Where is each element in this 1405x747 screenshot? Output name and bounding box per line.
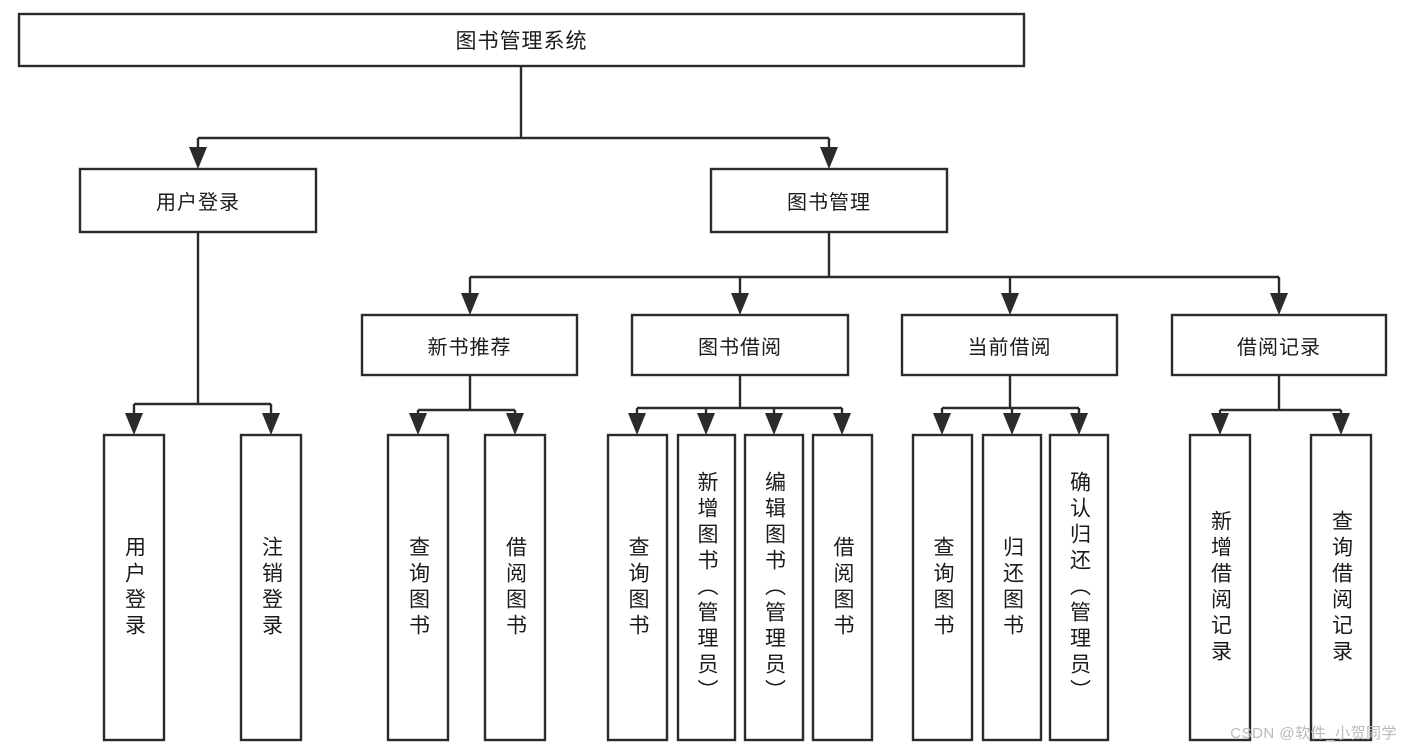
node-box-leaf-borrow-book-1[interactable]: [483, 433, 547, 742]
arrow-head-icon: [1070, 413, 1088, 435]
node-box-leaf-confirm-return[interactable]: [1048, 433, 1110, 742]
node-box-borrow-record[interactable]: [1170, 313, 1388, 377]
arrow-head-icon: [697, 413, 715, 435]
node-box-root[interactable]: [17, 12, 1026, 68]
node-box-new-book-rec[interactable]: [360, 313, 579, 377]
arrow-head-icon: [731, 293, 749, 315]
arrow-head-icon: [820, 147, 838, 169]
arrow-head-icon: [262, 413, 280, 435]
node-box-leaf-query-record[interactable]: [1309, 433, 1373, 742]
node-box-leaf-query-book-3[interactable]: [911, 433, 974, 742]
arrow-head-icon: [189, 147, 207, 169]
arrow-head-icon: [933, 413, 951, 435]
arrow-head-icon: [1211, 413, 1229, 435]
node-box-leaf-edit-book[interactable]: [743, 433, 805, 742]
arrow-head-icon: [1003, 413, 1021, 435]
arrow-head-icon: [833, 413, 851, 435]
node-box-leaf-query-book-1[interactable]: [386, 433, 450, 742]
node-box-leaf-user-login[interactable]: [102, 433, 166, 742]
arrow-head-icon: [125, 413, 143, 435]
node-box-leaf-borrow-book-2[interactable]: [811, 433, 874, 742]
node-box-leaf-query-book-2[interactable]: [606, 433, 669, 742]
arrow-head-icon: [765, 413, 783, 435]
node-box-book-borrow[interactable]: [630, 313, 850, 377]
node-box-leaf-add-book[interactable]: [676, 433, 737, 742]
node-box-book-manage[interactable]: [709, 167, 949, 234]
arrow-head-icon: [1001, 293, 1019, 315]
watermark-text: CSDN @软件_小贺同学: [1230, 725, 1397, 742]
node-box-leaf-return-book[interactable]: [981, 433, 1043, 742]
arrow-head-icon: [409, 413, 427, 435]
node-box-user-login[interactable]: [78, 167, 318, 234]
arrow-head-icon: [461, 293, 479, 315]
node-box-leaf-add-record[interactable]: [1188, 433, 1252, 742]
node-box-leaf-user-logout[interactable]: [239, 433, 303, 742]
arrow-head-icon: [1270, 293, 1288, 315]
arrow-head-icon: [1332, 413, 1350, 435]
arrow-head-icon: [628, 413, 646, 435]
arrow-head-icon: [506, 413, 524, 435]
node-box-current-borrow[interactable]: [900, 313, 1119, 377]
